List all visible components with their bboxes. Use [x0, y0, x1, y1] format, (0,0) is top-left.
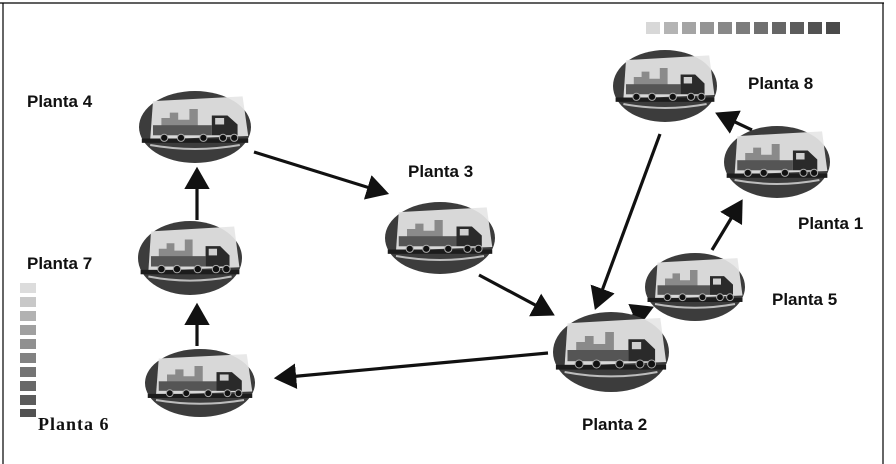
- node-p8-truck-icon: [613, 50, 717, 122]
- label-planta-6: Planta 6: [38, 414, 110, 434]
- decor-squares-top: [646, 22, 840, 34]
- arrow-p4-to-p3: [253, 150, 390, 200]
- label-planta-5: Planta 5: [772, 290, 837, 309]
- node-p3-truck-icon: [385, 202, 495, 274]
- node-p1-truck-icon: [724, 126, 830, 198]
- label-planta-2: Planta 2: [582, 415, 647, 434]
- arrow-p8-to-p2: [590, 133, 662, 311]
- nodes: [138, 50, 830, 417]
- arrow-p2-to-p6: [273, 351, 549, 389]
- arrow-p1-to-p8: [715, 110, 753, 134]
- label-planta-7: Planta 7: [27, 254, 92, 273]
- arrow-p3-to-p2: [478, 273, 555, 317]
- labels: Planta 4 Planta 3 Planta 7 Planta 6 Plan…: [27, 74, 863, 434]
- node-p7-truck-icon: [138, 221, 242, 295]
- edges: [184, 110, 753, 389]
- decor-squares-left: [20, 283, 36, 417]
- label-planta-3: Planta 3: [408, 162, 473, 181]
- label-planta-8: Planta 8: [748, 74, 813, 93]
- node-p2-truck-icon: [553, 312, 669, 392]
- node-p6-truck-icon: [145, 349, 255, 417]
- arrow-p5-to-p1: [710, 199, 743, 251]
- node-p4-truck-icon: [139, 91, 251, 163]
- label-planta-4: Planta 4: [27, 92, 93, 111]
- node-p5-truck-icon: [645, 253, 745, 321]
- label-planta-1: Planta 1: [798, 214, 863, 233]
